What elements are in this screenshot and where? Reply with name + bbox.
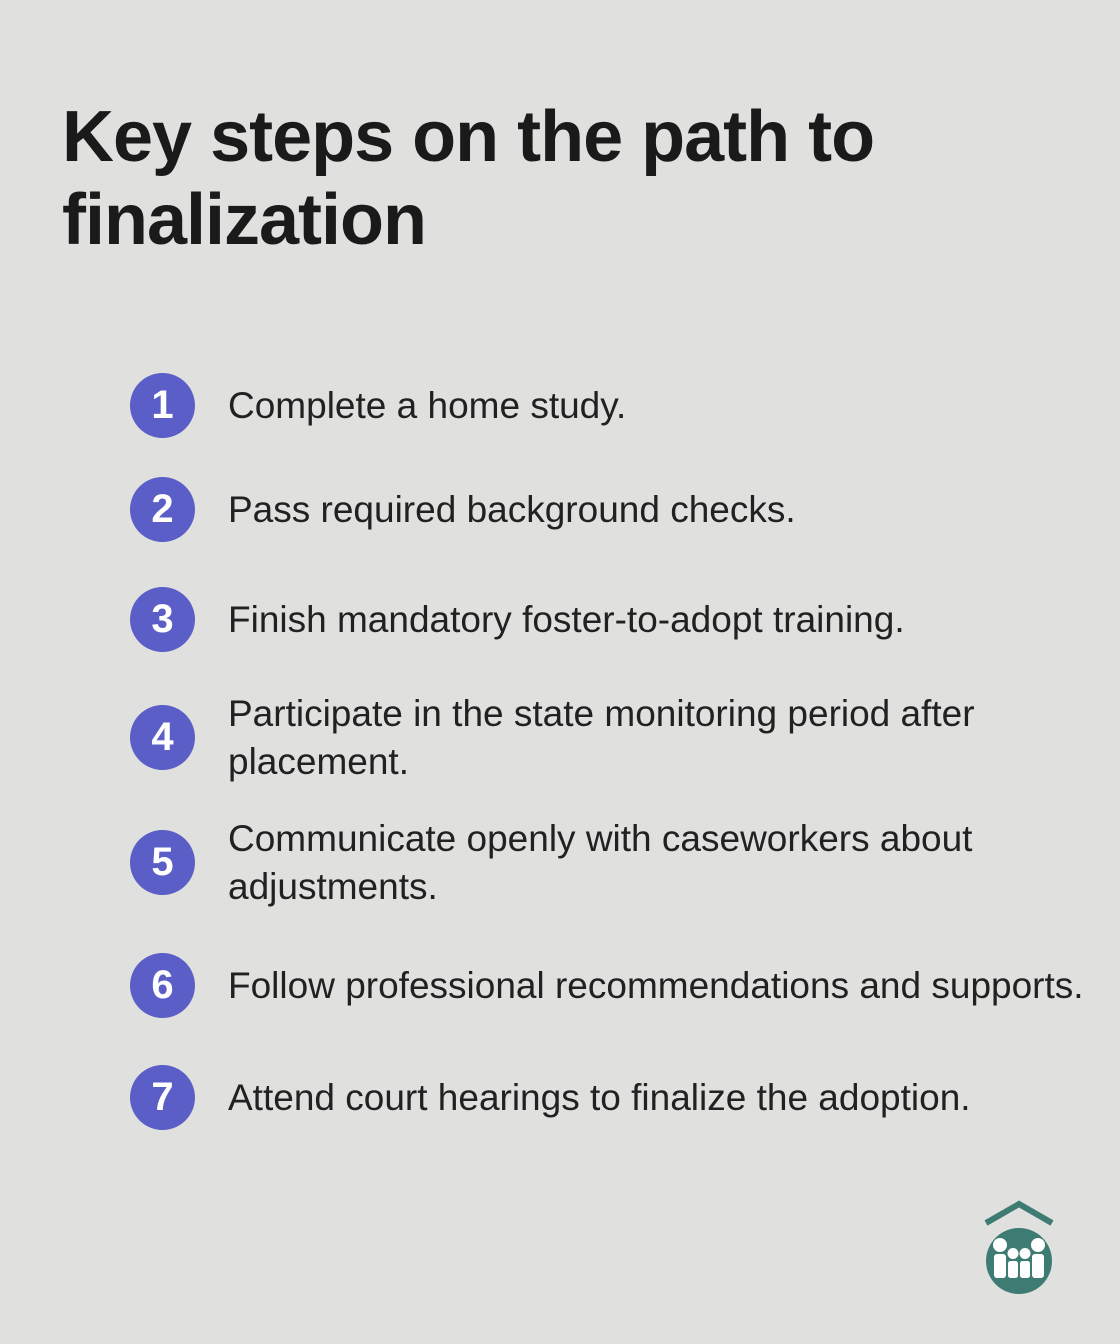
step-text-line: placement. [228,740,409,782]
step-number-badge: 4 [130,705,195,770]
step-text: Follow professional recommendations and … [228,962,1084,1010]
step-item-2: 2 Pass required background checks. [130,477,796,542]
step-text-line: Follow professional recommendations and … [228,964,1084,1006]
step-item-6: 6 Follow professional recommendations an… [130,953,1084,1018]
step-item-3: 3 Finish mandatory foster-to-adopt train… [130,587,905,652]
step-item-4: 4 Participate in the state monitoring pe… [130,693,975,782]
step-item-7: 7 Attend court hearings to finalize the … [130,1065,971,1130]
step-number-badge: 2 [130,477,195,542]
step-text-line: Pass required background checks. [228,488,796,530]
page-title-line-2: finalization [62,180,427,260]
family-home-logo [984,1198,1054,1294]
step-item-5: 5 Communicate openly with caseworkers ab… [130,818,972,907]
step-number-badge: 3 [130,587,195,652]
step-text: Attend court hearings to finalize the ad… [228,1074,971,1122]
step-text: Complete a home study. [228,382,626,430]
step-text-line: Complete a home study. [228,384,627,426]
step-number-badge: 5 [130,830,195,895]
step-text: Communicate openly with caseworkers abou… [228,815,972,911]
step-text-line: Participate in the state monitoring peri… [228,692,975,734]
step-text-line: adjustments. [228,865,438,907]
step-text: Finish mandatory foster-to-adopt trainin… [228,596,905,644]
step-number-badge: 1 [130,373,195,438]
page-title: Key steps on the path to finalization [62,96,1062,262]
step-text: Pass required background checks. [228,486,796,534]
step-text: Participate in the state monitoring peri… [228,690,975,786]
family-home-logo-icon [984,1200,1054,1294]
page-title-line-1: Key steps on the path to [62,97,875,177]
step-number-badge: 7 [130,1065,195,1130]
step-text-line: Finish mandatory foster-to-adopt trainin… [228,598,905,640]
step-number-badge: 6 [130,953,195,1018]
step-item-1: 1 Complete a home study. [130,373,626,438]
step-text-line: Communicate openly with caseworkers abou… [228,817,973,859]
family-figures-icon [993,1238,1045,1278]
step-text-line: Attend court hearings to finalize the ad… [228,1076,971,1118]
roof-icon [984,1200,1054,1226]
